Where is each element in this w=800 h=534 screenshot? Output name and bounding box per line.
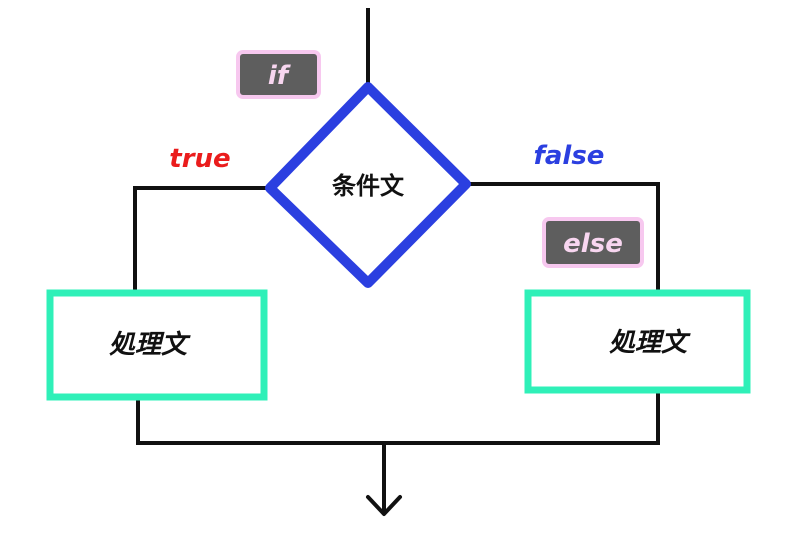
exit-arrow-icon <box>366 495 402 516</box>
if-tag-background <box>236 50 321 99</box>
connectors <box>133 8 660 514</box>
false-branch-line <box>464 182 660 292</box>
true-process-text: 処理文 <box>109 330 191 360</box>
condition-diamond <box>265 82 471 288</box>
false-process-text: 処理文 <box>609 328 691 358</box>
else-tag: else <box>542 217 644 268</box>
true-process-box <box>46 289 268 401</box>
false-label: false <box>534 141 605 171</box>
if-tag-text: if <box>268 61 292 91</box>
if-tag: if <box>236 50 321 99</box>
true-label: true <box>169 144 230 174</box>
false-process-box <box>524 289 751 394</box>
else-tag-background <box>542 217 644 268</box>
true-branch-line <box>133 186 272 292</box>
condition-text: 条件文 <box>332 172 405 200</box>
else-tag-text: else <box>563 229 623 259</box>
